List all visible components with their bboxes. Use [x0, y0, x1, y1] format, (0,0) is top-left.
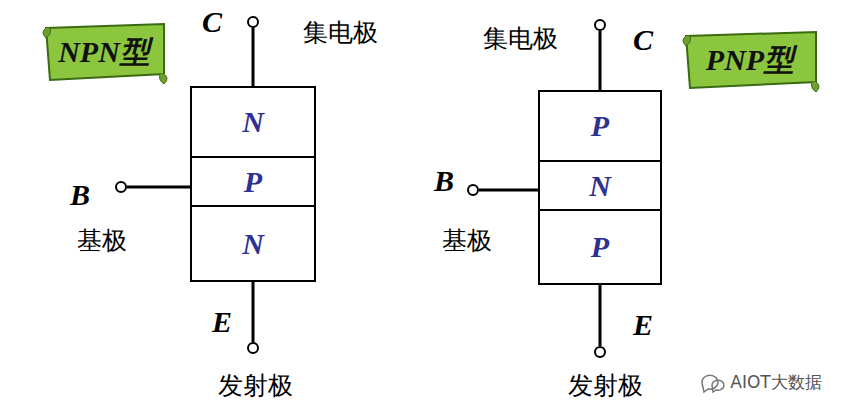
terminal-name: 集电极: [483, 22, 558, 55]
semiconductor-layer: N: [190, 205, 316, 282]
terminal-letter: E: [633, 308, 653, 342]
type-badge: PNP型: [680, 28, 820, 92]
terminal-name: 基极: [77, 224, 127, 257]
terminal-name: 发射极: [218, 369, 293, 402]
terminal-letter: C: [633, 23, 653, 57]
layer-label: N: [242, 227, 264, 261]
semiconductor-layer: P: [190, 156, 316, 207]
terminal-name: 集电极: [303, 16, 378, 49]
layer-label: N: [242, 105, 264, 139]
layer-label: P: [591, 109, 609, 143]
semiconductor-layer: N: [190, 86, 316, 158]
semiconductor-layer: P: [538, 209, 662, 285]
layer-label: P: [591, 230, 609, 264]
semiconductor-layer: P: [538, 90, 662, 162]
wechat-icon: [702, 375, 724, 392]
terminal-name: 发射极: [568, 369, 643, 402]
layer-label: P: [244, 165, 262, 199]
terminal-letter: E: [212, 305, 232, 339]
type-badge: NPN型: [40, 20, 168, 84]
layer-label: N: [589, 169, 611, 203]
semiconductor-layer: N: [538, 160, 662, 211]
watermark: AIOT大数据: [730, 371, 821, 394]
terminal-letter: C: [202, 5, 222, 39]
type-label: PNP型: [706, 40, 794, 81]
terminal-letter: B: [70, 178, 90, 212]
terminal-name: 基极: [442, 224, 492, 257]
terminal-letter: B: [434, 164, 454, 198]
type-label: NPN型: [58, 32, 150, 73]
